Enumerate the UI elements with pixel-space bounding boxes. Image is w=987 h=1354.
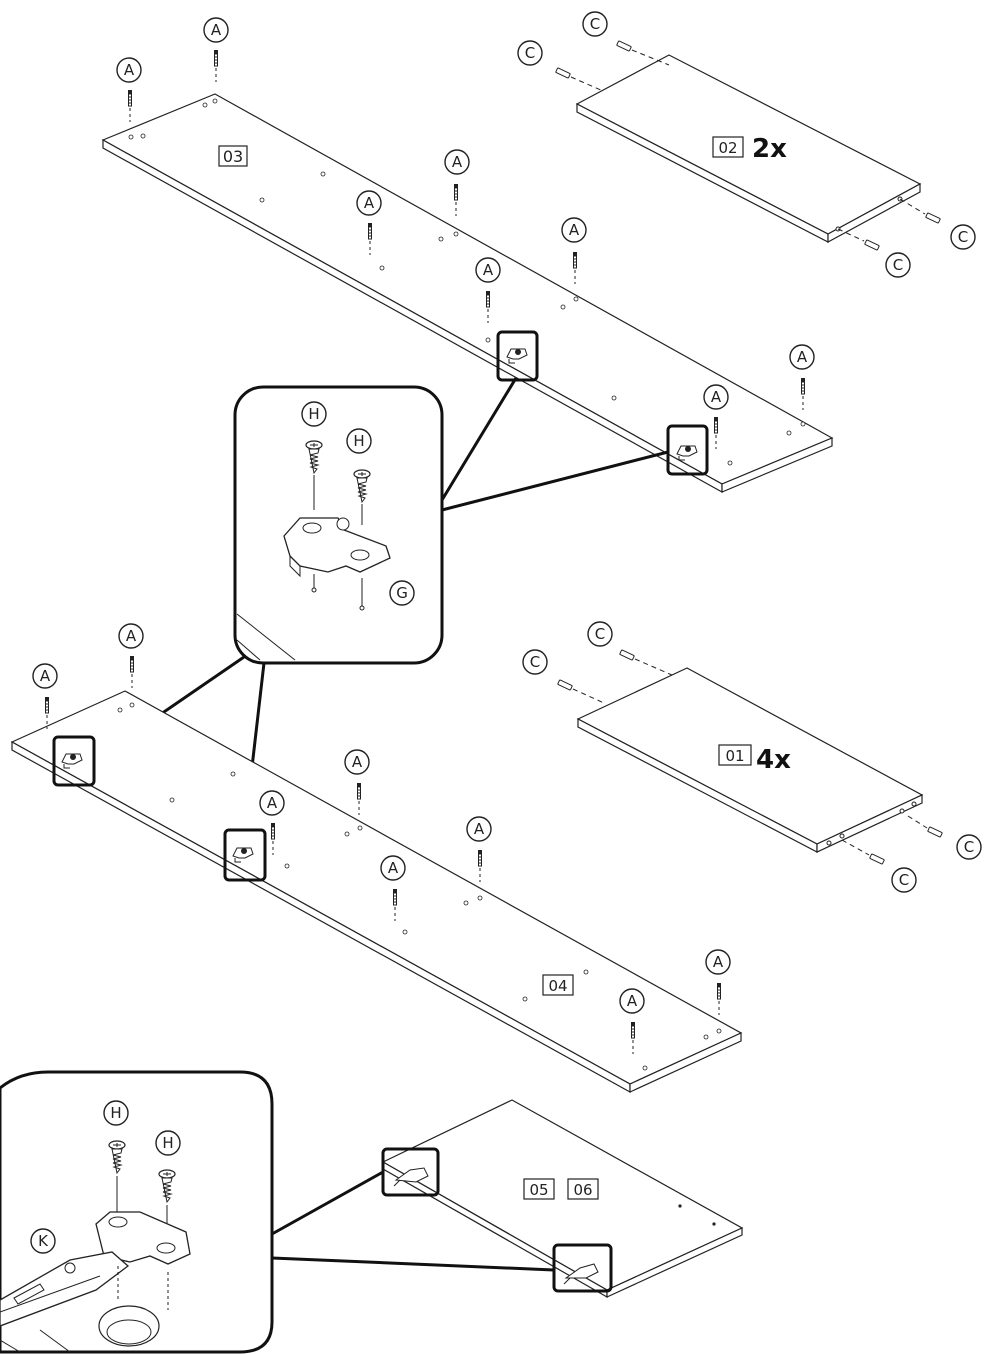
detail-box-03-a <box>496 330 539 382</box>
label-a: A <box>452 153 463 171</box>
hinge-icon <box>393 1167 429 1187</box>
label-a: A <box>40 667 51 685</box>
detail-box-04-b <box>223 828 267 882</box>
detail-callout-hinge-plate <box>233 385 444 665</box>
panel-04-label-box <box>542 974 574 996</box>
label-h: H <box>162 1134 173 1152</box>
label-c: C <box>595 625 605 643</box>
dowel-icon <box>555 40 941 251</box>
panel-05-06 <box>381 1099 744 1299</box>
label-c: C <box>590 15 600 33</box>
label-c: C <box>964 838 974 856</box>
label-a: A <box>627 992 638 1010</box>
panel-03-label-box <box>218 145 248 167</box>
label-h: H <box>353 432 364 450</box>
panel-03-label: 03 <box>223 147 243 166</box>
panel-02-label: 02 <box>718 139 737 157</box>
label-a: A <box>711 388 722 406</box>
panel-05-label: 05 <box>529 1181 548 1199</box>
label-a: A <box>474 820 485 838</box>
label-h: H <box>110 1104 121 1122</box>
dowel-icon <box>557 649 943 865</box>
panel-01-quantity: 4x <box>756 745 791 775</box>
part-labels <box>30 11 982 1254</box>
label-c: C <box>899 871 909 889</box>
label-k: K <box>38 1232 49 1250</box>
label-a: A <box>569 221 580 239</box>
label-a: A <box>126 627 137 645</box>
panel-02 <box>575 54 922 244</box>
label-a: A <box>713 953 724 971</box>
detail-box-03-b <box>666 424 709 476</box>
panel-01-label-box <box>718 744 752 766</box>
label-a: A <box>352 753 363 771</box>
label-c: C <box>893 256 903 274</box>
label-a: A <box>267 794 278 812</box>
detail-box-05-b <box>552 1243 613 1293</box>
detail-box-04-a <box>52 735 96 787</box>
panel-05-label-box <box>523 1178 555 1200</box>
panel-02-quantity: 2x <box>752 134 787 164</box>
label-c: C <box>530 653 540 671</box>
label-a: A <box>483 261 494 279</box>
panel-03 <box>101 93 834 494</box>
label-a: A <box>211 21 222 39</box>
label-a: A <box>124 61 135 79</box>
label-g: G <box>396 584 408 602</box>
label-a: A <box>388 859 399 877</box>
hinge-icon <box>563 1263 599 1285</box>
panel-06-label-box <box>567 1178 599 1200</box>
detail-callout-hinge <box>0 1070 274 1354</box>
panel-04-label: 04 <box>548 977 567 995</box>
label-c: C <box>525 44 535 62</box>
label-c: C <box>958 228 968 246</box>
callout-leader-lines <box>93 377 669 1272</box>
panel-01-label: 01 <box>725 747 744 765</box>
label-a: A <box>797 348 808 366</box>
label-a: A <box>364 194 375 212</box>
panel-02-label-box <box>712 136 744 158</box>
detail-box-05-a <box>381 1147 440 1197</box>
label-h: H <box>308 405 319 423</box>
panel-06-label: 06 <box>573 1181 592 1199</box>
